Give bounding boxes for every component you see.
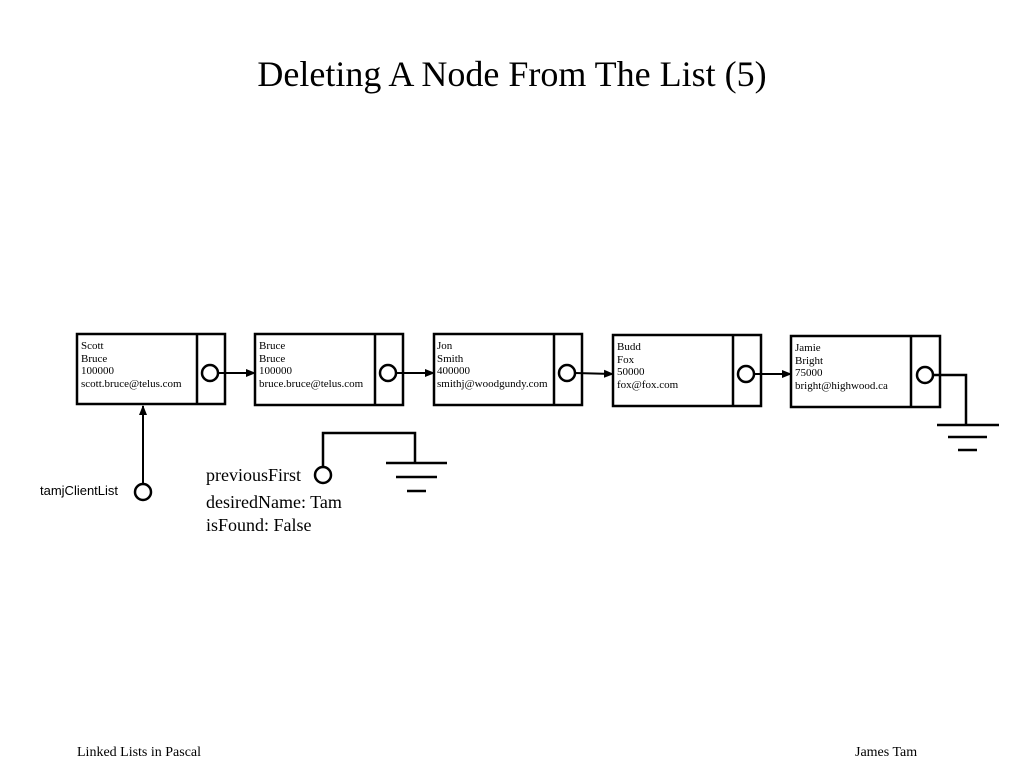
node-income: 50000 — [617, 366, 645, 378]
next-pointer-circle — [378, 363, 398, 383]
node-5-data: Jamie Bright 75000 bright@highwood.ca — [795, 342, 888, 392]
footer-author: James Tam — [855, 745, 918, 760]
node-first-name: Bruce — [259, 340, 286, 352]
head-pointer — [133, 405, 153, 502]
next-pointer-circle — [736, 364, 756, 384]
node-income: 100000 — [81, 365, 114, 377]
next-pointer-circle — [200, 363, 220, 383]
node-last-name: Bright — [795, 354, 824, 367]
node-income: 75000 — [795, 367, 823, 379]
head-pointer-circle — [133, 482, 153, 502]
next-pointer-circle — [915, 365, 935, 385]
node-last-name: Smith — [437, 352, 464, 365]
node-2-data: Bruce Bruce 100000 bruce.bruce@telus.com — [259, 340, 363, 390]
is-found-label: isFound: False — [206, 515, 312, 535]
node-income: 400000 — [437, 365, 470, 377]
previous-first-circle — [313, 465, 333, 485]
list-node-1 — [75, 332, 227, 406]
node-3-data: Jon Smith 400000 smithj@woodgundy.com — [437, 340, 548, 390]
next-pointer-circle — [557, 363, 577, 383]
node-1-data: Scott Bruce 100000 scott.bruce@telus.com — [81, 340, 182, 390]
head-pointer-label: tamjClientList — [40, 483, 119, 498]
slide-title: Deleting A Node From The List (5) — [257, 54, 767, 94]
footer-course-title: Linked Lists in Pascal — [77, 745, 202, 760]
node-email: scott.bruce@telus.com — [81, 377, 182, 390]
node-first-name: Budd — [617, 341, 641, 353]
node-last-name: Bruce — [259, 352, 286, 365]
node-email: bright@highwood.ca — [795, 379, 888, 392]
previous-first-label: previousFirst — [206, 465, 302, 485]
node-email: smithj@woodgundy.com — [437, 377, 548, 390]
previous-first-pointer — [313, 431, 447, 493]
node-first-name: Scott — [81, 340, 104, 352]
node-last-name: Bruce — [81, 352, 108, 365]
nil-ground-symbol — [933, 373, 999, 452]
node-last-name: Fox — [617, 353, 635, 366]
next-arrow-3 — [574, 369, 614, 378]
node-first-name: Jon — [437, 340, 453, 352]
desired-name-label: desiredName: Tam — [206, 492, 342, 512]
node-first-name: Jamie — [795, 342, 821, 354]
node-4-data: Budd Fox 50000 fox@fox.com — [617, 341, 678, 391]
node-email: bruce.bruce@telus.com — [259, 377, 364, 390]
node-income: 100000 — [259, 365, 292, 377]
node-email: fox@fox.com — [617, 378, 679, 391]
